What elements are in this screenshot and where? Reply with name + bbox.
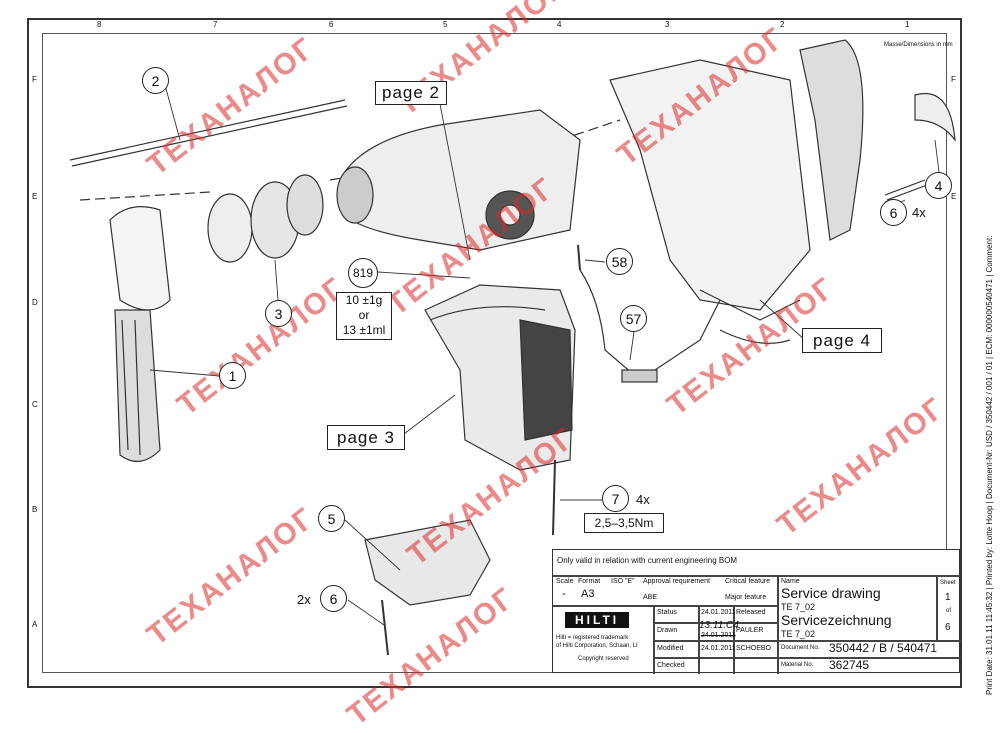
gear-housing-part	[336, 109, 581, 251]
row-letter: B	[32, 505, 38, 514]
critical-feature: Critical feature	[725, 578, 771, 585]
name-label: Name	[781, 578, 800, 585]
scale-value: -	[562, 588, 566, 600]
document-number-label: Document No.	[781, 645, 820, 651]
row-letter: F	[32, 75, 37, 84]
sheet-label: Sheet	[940, 580, 956, 586]
row-letter: D	[32, 298, 38, 307]
column-number: 8	[97, 20, 102, 29]
drawing-name-en: Service drawing	[781, 585, 881, 601]
column-number: 7	[213, 20, 218, 29]
row-letter: E	[32, 192, 38, 201]
rod-part	[69, 99, 348, 167]
callout-7: 7	[602, 485, 629, 512]
abe-label: ABE	[643, 594, 658, 601]
checked-label: Checked	[657, 662, 685, 669]
status-label: Status	[657, 609, 677, 616]
material-number: 362745	[829, 658, 870, 672]
print-info: Print Date: 31.01.11 11:45:32 | Printed …	[985, 235, 994, 695]
quantity-label: 4x	[636, 492, 650, 507]
status-date: 24.01.2011	[701, 609, 736, 616]
torque-note: 2,5–3,5Nm	[584, 513, 664, 533]
quantity-label: 4x	[912, 205, 926, 220]
approval-requirement: Approval requirement	[643, 578, 710, 585]
quantity-label: 2x	[297, 592, 311, 607]
screw-part	[884, 179, 928, 201]
major-feature: Major feature	[725, 594, 767, 601]
callout-6: 6	[320, 585, 347, 612]
callout-6: 6	[880, 199, 907, 226]
exploded-view-parts	[69, 39, 956, 656]
chuck-part	[207, 174, 324, 263]
sheet-of: of	[946, 608, 952, 614]
grease-quantity-note: 10 ±1g or 13 ±1ml	[336, 292, 392, 340]
callout-4: 4	[925, 172, 952, 199]
column-number: 5	[443, 20, 448, 29]
column-number: 2	[780, 20, 785, 29]
bottom-cover-part	[364, 519, 491, 606]
trademark-text: Hilti = registered trademark	[556, 635, 629, 641]
drawn-date: 24.01.2011	[701, 632, 736, 639]
document-number: 350442 / B / 540471	[829, 641, 938, 655]
drawn-label: Drawn	[657, 627, 678, 634]
callout-1: 1	[219, 362, 246, 389]
column-number: 3	[665, 20, 670, 29]
row-letter: F	[951, 75, 956, 84]
main-housing-part	[609, 39, 864, 344]
connector-part	[621, 369, 658, 383]
screw-part	[577, 244, 581, 271]
dimensions-note: Masse/Dimensions in mm	[884, 42, 953, 48]
row-letter: E	[951, 192, 957, 201]
cover-part	[914, 93, 956, 143]
callout-58: 58	[606, 248, 633, 275]
modified-date: 24.01.2011	[701, 645, 736, 652]
row-letter: C	[32, 400, 38, 409]
model-en: TE 7_02	[781, 602, 816, 612]
motor-housing-part	[424, 284, 576, 471]
modified-name: SCHOEBO	[736, 645, 772, 652]
format-label: Format	[578, 578, 601, 585]
column-number: 4	[557, 20, 562, 29]
callout-3: 3	[265, 300, 292, 327]
handwritten-date: 13.11.C4	[699, 620, 739, 631]
material-number-label: Material No.	[781, 662, 814, 668]
callout-57: 57	[620, 305, 647, 332]
drawn-name: PAULER	[736, 627, 764, 634]
validity-note: Only valid in relation with current engi…	[557, 556, 738, 565]
callout-5: 5	[318, 505, 345, 532]
model-de: TE 7_02	[781, 629, 816, 639]
drawing-name-de: Servicezeichnung	[781, 612, 892, 628]
cable-part	[579, 269, 721, 381]
drawing-inner-frame	[42, 33, 947, 673]
page-4-reference[interactable]: page 4	[802, 328, 882, 353]
drawing-frame	[27, 18, 962, 688]
format-value: A3	[581, 588, 595, 600]
scale-label: Scale	[556, 578, 574, 585]
sheet-total: 6	[945, 622, 951, 633]
status-value: Released	[736, 609, 766, 616]
row-letter: A	[32, 620, 38, 629]
sheet-number: 1	[945, 592, 951, 603]
title-block: Only valid in relation with current engi…	[552, 549, 961, 674]
column-number: 6	[329, 20, 334, 29]
grease-line: 13 ±1ml	[342, 323, 386, 337]
page-2-reference[interactable]: page 2	[375, 81, 447, 105]
grease-line: or	[358, 308, 370, 322]
iso-label: ISO "E"	[611, 578, 635, 585]
modified-label: Modified	[657, 645, 684, 652]
side-handle-part	[109, 206, 171, 462]
screw-part	[381, 599, 389, 656]
screw-part	[552, 459, 556, 536]
callout-819: 819	[348, 258, 378, 288]
grease-line: 10 ±1g	[345, 293, 383, 307]
hilti-logo: HILTI	[565, 612, 630, 628]
page-3-reference[interactable]: page 3	[327, 425, 405, 450]
copyright-text: Copyright reserved	[578, 656, 629, 662]
column-number: 1	[905, 20, 910, 29]
callout-2: 2	[142, 67, 169, 94]
trademark-text: of Hilti Corporation, Schaan, LI	[556, 643, 638, 649]
